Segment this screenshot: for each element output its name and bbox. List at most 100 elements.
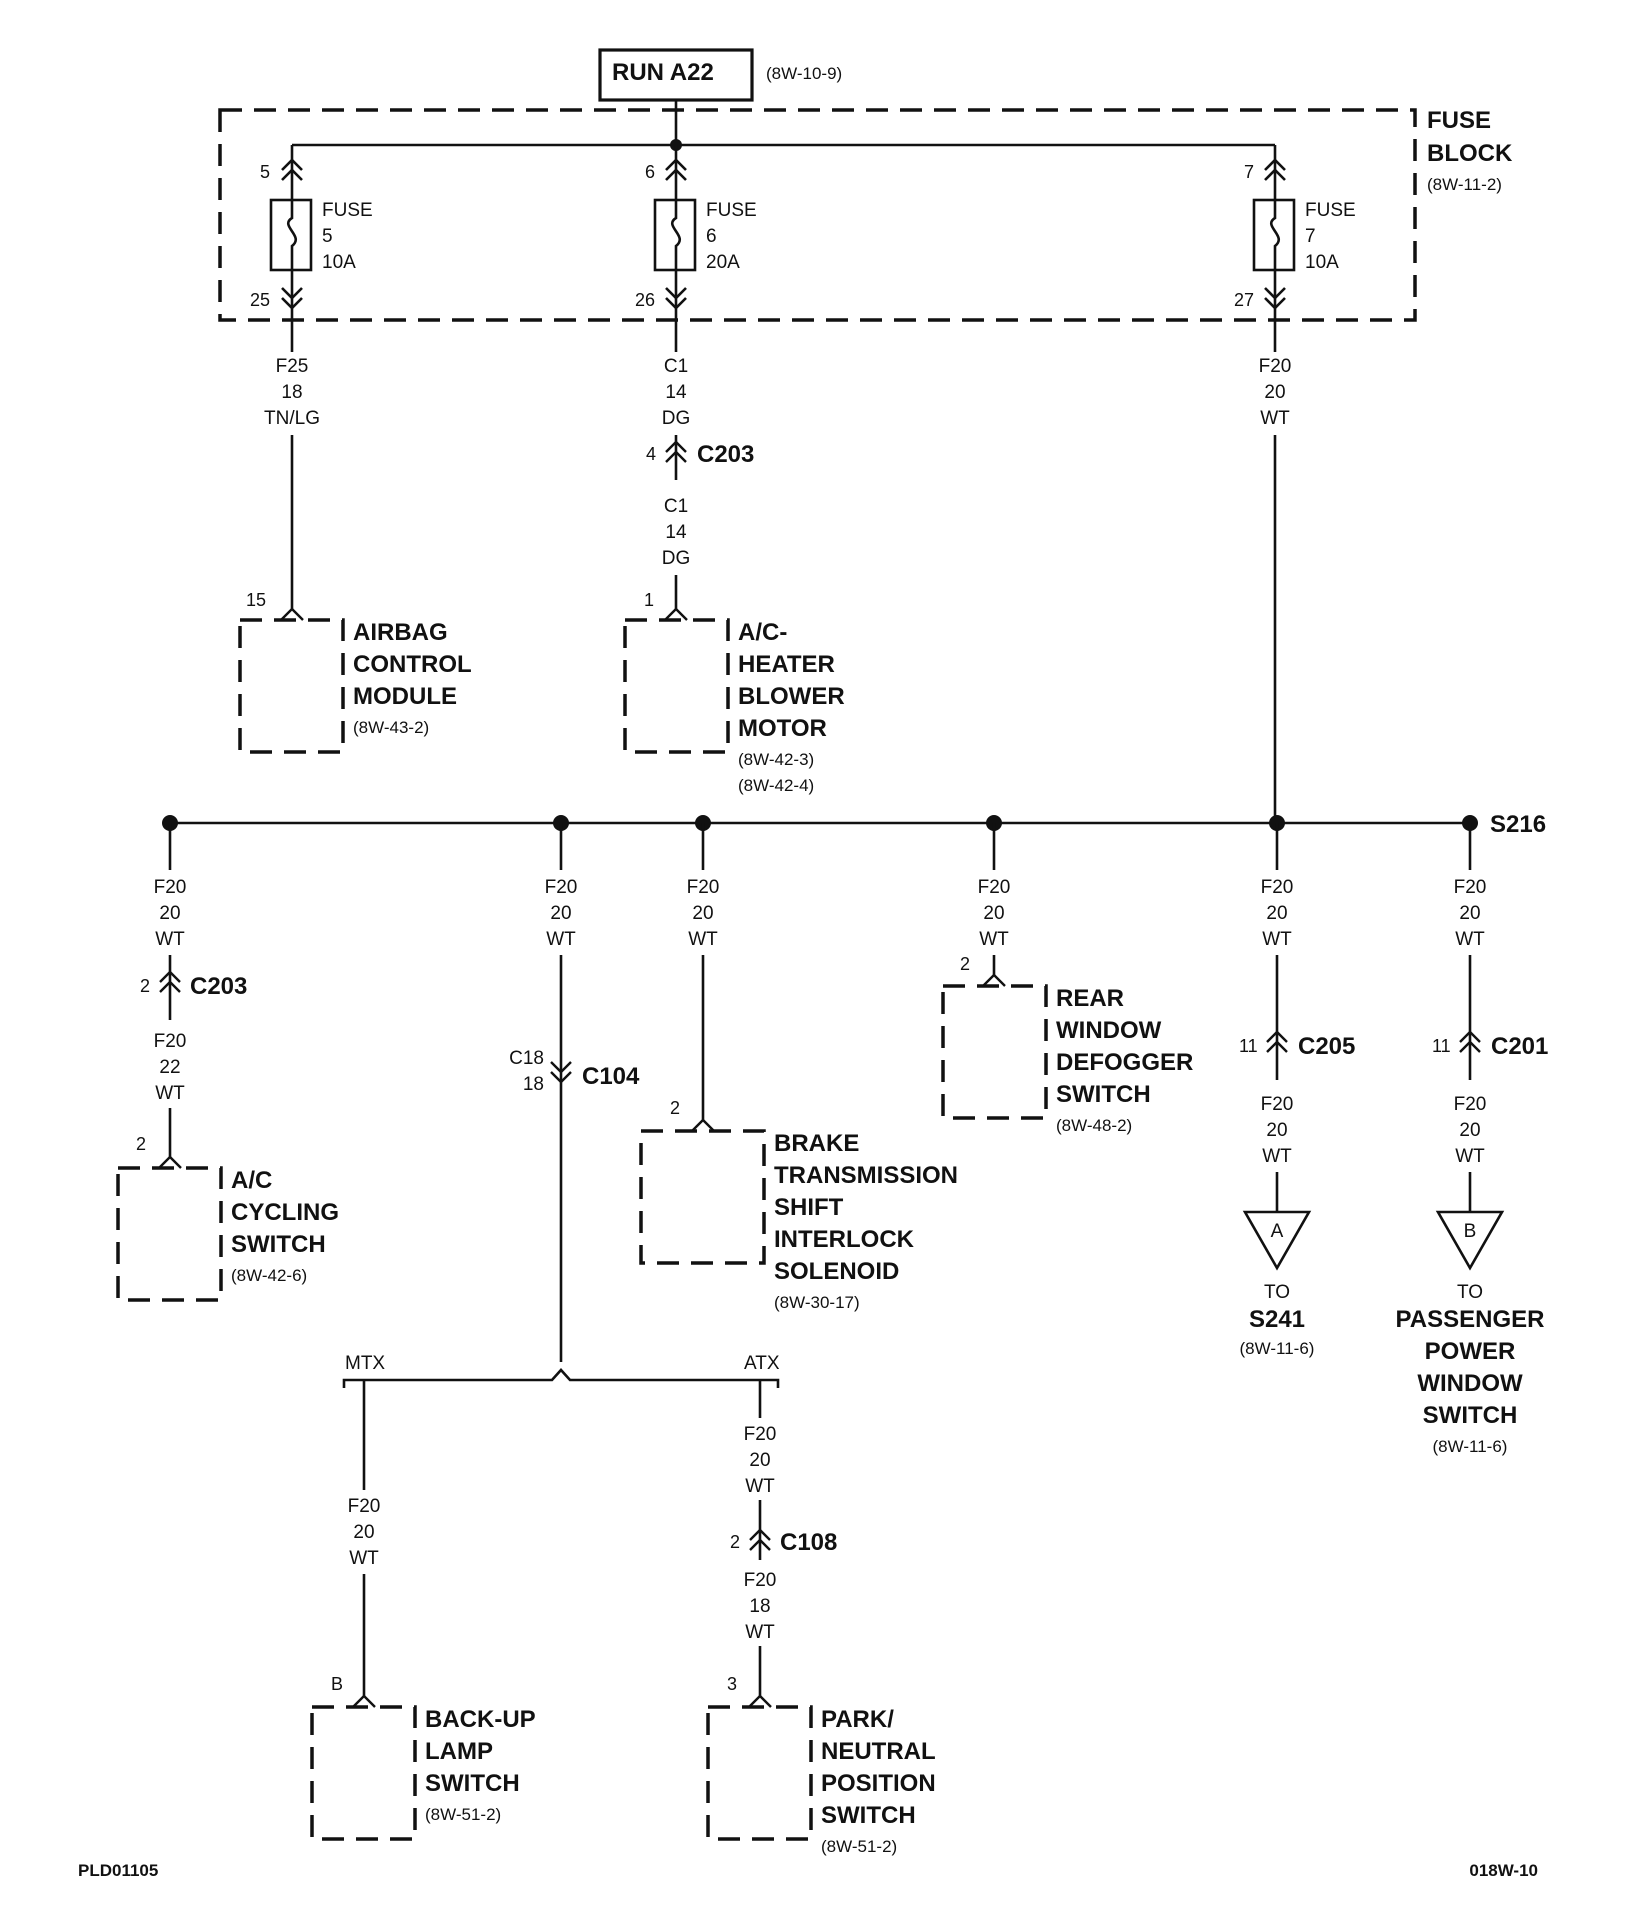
offpage-b-line-4: SWITCH — [1423, 1402, 1518, 1429]
wire-b1-low-label: F20 22 WT — [154, 1031, 187, 1104]
defogger-switch-box — [941, 984, 1048, 1120]
cycling-line-1: A/C — [231, 1167, 272, 1194]
wire-mtx-color: WT — [349, 1548, 379, 1569]
wire-f25-circuit: F25 — [276, 356, 309, 377]
wire-b5-color: WT — [1262, 929, 1292, 950]
fuse-block-ref: (8W-11-2) — [1427, 175, 1502, 194]
c104-name: C104 — [582, 1063, 640, 1090]
ac-heater-blower-motor: A/C- HEATER BLOWER MOTOR (8W-42-3) (8W-4… — [738, 619, 845, 795]
fuse-6-pin-out: 26 — [635, 290, 655, 310]
park-ref: (8W-51-2) — [821, 1837, 897, 1856]
wire-f20-top-color: WT — [1260, 408, 1290, 429]
wire-c1-top-circuit: C1 — [664, 356, 688, 377]
wire-b3-color: WT — [688, 929, 718, 950]
wire-b5-circuit: F20 — [1261, 877, 1294, 898]
wire-b1-low-gauge: 22 — [159, 1057, 180, 1078]
airbag-pin: 15 — [246, 590, 266, 610]
c203-left-pin: 2 — [140, 976, 150, 996]
blower-line-2: HEATER — [738, 651, 835, 678]
fuse-block-outline — [218, 108, 1417, 322]
splice-s216: S216 — [162, 811, 1546, 838]
backup-lamp-switch-box — [310, 1705, 417, 1841]
fuse-block-title-1: FUSE — [1427, 107, 1491, 134]
wire-c1-top-label: C1 14 DG — [662, 356, 691, 429]
airbag-ref: (8W-43-2) — [353, 718, 429, 737]
defog-line-2: WINDOW — [1056, 1017, 1162, 1044]
backup-pin: B — [331, 1674, 343, 1694]
wire-b5-low-circuit: F20 — [1261, 1094, 1294, 1115]
connector-c205: 11 C205 — [1239, 1030, 1355, 1060]
blower-ref-1: (8W-42-3) — [738, 750, 814, 769]
fuse-7-label-2: 7 — [1305, 226, 1316, 247]
fuse-5: 5 25 FUSE 5 10A — [250, 158, 373, 310]
fuse-7-label-3: 10A — [1305, 252, 1339, 273]
wire-b6-label: F20 20 WT — [1454, 877, 1487, 950]
wire-b1-low-circuit: F20 — [154, 1031, 187, 1052]
defog-line-4: SWITCH — [1056, 1081, 1151, 1108]
wire-f25-color: TN/LG — [264, 408, 320, 429]
wire-b6-low-color: WT — [1455, 1146, 1485, 1167]
wire-b5-low-gauge: 20 — [1266, 1120, 1287, 1141]
brake-interlock-box — [639, 1129, 766, 1265]
fuse-7-pin-in: 7 — [1244, 162, 1254, 182]
wire-mtx-circuit: F20 — [348, 1496, 381, 1517]
wire-b1-circuit: F20 — [154, 877, 187, 898]
wire-b2-low-label: C18 18 — [509, 1048, 544, 1095]
brake-line-4: INTERLOCK — [774, 1226, 915, 1253]
fuse-5-pin-in: 5 — [260, 162, 270, 182]
run-a22-source: RUN A22 (8W-10-9) — [598, 48, 842, 102]
run-box-ref: (8W-10-9) — [766, 64, 842, 83]
fuse-5-pin-out: 25 — [250, 290, 270, 310]
backup-ref: (8W-51-2) — [425, 1805, 501, 1824]
wire-atx-color: WT — [745, 1476, 775, 1497]
wire-c1-bot-label: C1 14 DG — [662, 496, 691, 569]
c203-top-name: C203 — [697, 441, 754, 468]
c205-pin: 11 — [1239, 1036, 1258, 1056]
wire-b3-circuit: F20 — [687, 877, 720, 898]
wire-b5-gauge: 20 — [1266, 903, 1287, 924]
connector-c203-left: 2 C203 — [140, 970, 247, 1000]
airbag-line-1: AIRBAG — [353, 619, 448, 646]
wire-mtx-label: F20 20 WT — [348, 1496, 381, 1569]
blower-pin: 1 — [644, 590, 654, 610]
mtx-label: MTX — [345, 1353, 385, 1374]
wire-b2-low-gauge: 18 — [523, 1074, 544, 1095]
wire-b2-low-circuit: C18 — [509, 1048, 544, 1069]
blower-motor-box — [623, 618, 730, 754]
wire-f20-top-gauge: 20 — [1264, 382, 1285, 403]
wire-c1-top-color: DG — [662, 408, 691, 429]
brake-pin: 2 — [670, 1098, 680, 1118]
wire-b5-label: F20 20 WT — [1261, 877, 1294, 950]
offpage-b-to: TO — [1457, 1282, 1483, 1303]
airbag-line-3: MODULE — [353, 683, 457, 710]
wire-b3-gauge: 20 — [692, 903, 713, 924]
fuse-7: 7 27 FUSE 7 10A — [1234, 158, 1356, 310]
ac-cycling-switch-box — [116, 1166, 223, 1302]
wire-b6-low-circuit: F20 — [1454, 1094, 1487, 1115]
offpage-a-dest: S241 — [1249, 1306, 1305, 1333]
blower-line-4: MOTOR — [738, 715, 827, 742]
fuse-6-label-1: FUSE — [706, 200, 757, 221]
park-line-2: NEUTRAL — [821, 1738, 936, 1765]
wire-b3-label: F20 20 WT — [687, 877, 720, 950]
brake-line-2: TRANSMISSION — [774, 1162, 958, 1189]
c205-name: C205 — [1298, 1033, 1355, 1060]
wire-b6-color: WT — [1455, 929, 1485, 950]
c201-name: C201 — [1491, 1033, 1548, 1060]
fuse-7-pin-out: 27 — [1234, 290, 1254, 310]
offpage-a-to: TO — [1264, 1282, 1290, 1303]
wire-b1-gauge: 20 — [159, 903, 180, 924]
wire-b5-low-label: F20 20 WT — [1261, 1094, 1294, 1167]
wire-b4-circuit: F20 — [978, 877, 1011, 898]
park-pin: 3 — [727, 1674, 737, 1694]
wire-b2-gauge: 20 — [550, 903, 571, 924]
wire-b2-label: F20 20 WT — [545, 877, 578, 950]
wire-f20-top-circuit: F20 — [1259, 356, 1292, 377]
backup-line-3: SWITCH — [425, 1770, 520, 1797]
wire-b6-low-gauge: 20 — [1459, 1120, 1480, 1141]
ac-cycling-switch: A/C CYCLING SWITCH (8W-42-6) — [231, 1167, 339, 1285]
c201-pin: 11 — [1432, 1036, 1451, 1056]
fuse-block: FUSE BLOCK (8W-11-2) 5 25 FUSE 5 10A — [218, 100, 1513, 322]
offpage-a-letter: A — [1271, 1221, 1284, 1242]
